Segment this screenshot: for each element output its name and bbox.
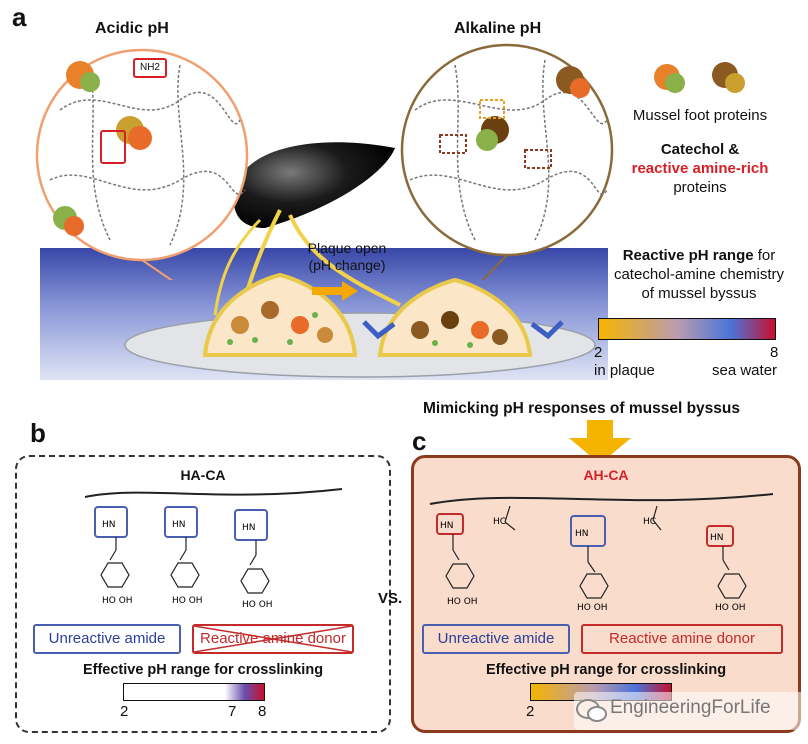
panel-c-letter: c	[412, 426, 427, 456]
svg-text:HO OH: HO OH	[172, 596, 203, 606]
svg-text:HC: HC	[643, 517, 656, 527]
mussel-protein-icons	[654, 62, 745, 93]
catechol-line1: Catechol &	[660, 141, 740, 158]
ha-ca-unit-2	[164, 506, 200, 588]
ha-ca-tick-7: 7	[228, 703, 237, 720]
ha-ca-structure: HN HN HN HO OH HO OH HO OH	[84, 488, 343, 610]
ha-ca-tick-2: 2	[120, 703, 129, 720]
bar-max-tick: 8	[770, 344, 779, 361]
svg-text:HO OH: HO OH	[715, 603, 746, 613]
bar-max-label: sea water	[712, 362, 778, 379]
ah-ca-unreactive-amide-box: Unreactive amide	[422, 624, 570, 654]
svg-text:HN: HN	[440, 521, 454, 531]
alkaline-zoom-circle	[400, 43, 614, 280]
svg-text:HN: HN	[102, 520, 116, 530]
ha-ca-gradient-bar	[123, 683, 265, 701]
reactive-range-rest: for	[753, 247, 776, 264]
plaque-right	[377, 277, 533, 357]
svg-text:HO OH: HO OH	[447, 597, 478, 607]
reactive-ph-gradient-bar	[598, 318, 776, 340]
ah-ca-aldehyde-1	[504, 505, 516, 531]
mimicking-label: Mimicking pH responses of mussel byssus	[423, 400, 740, 417]
plaque-open-label: Plaque open (pH change)	[292, 240, 402, 274]
svg-text:HN: HN	[172, 520, 186, 530]
ah-ca-tick-2: 2	[526, 703, 535, 720]
mussel-shell	[233, 142, 395, 228]
watermark-text: EngineeringForLife	[610, 697, 771, 718]
reactive-range-line2: catechol-amine chemistry	[613, 266, 785, 283]
bar-min-label: in plaque	[594, 362, 655, 379]
ah-ca-aldehyde-2	[652, 505, 662, 531]
ha-ca-title: HA-CA	[180, 467, 226, 483]
ah-ca-unit-1	[436, 513, 475, 589]
vs-label: VS.	[378, 590, 403, 607]
ha-ca-tick-8: 8	[258, 703, 267, 720]
svg-text:HO OH: HO OH	[102, 596, 133, 606]
catechol-line2: reactive amine-rich	[631, 160, 769, 177]
reactive-range-label: Reactive pH range for catechol-amine che…	[590, 246, 808, 303]
ah-ca-unit-3	[706, 525, 747, 599]
blue-arrow-left-icon	[362, 320, 396, 340]
watermark-bg	[574, 692, 804, 730]
blue-arrow-right-icon	[530, 320, 564, 340]
ha-ca-unit-1	[94, 506, 130, 588]
ph-change-text: (pH change)	[308, 257, 386, 273]
ah-ca-unit-2	[570, 515, 609, 599]
plaque-open-arrow-icon	[312, 281, 358, 301]
nh2-box: NH2	[133, 58, 167, 78]
alkaline-ph-title: Alkaline pH	[454, 20, 542, 37]
amine-ring-box	[100, 130, 126, 164]
catechol-line3: proteins	[673, 179, 727, 196]
reactive-range-bold: Reactive pH range	[622, 247, 754, 264]
ha-ca-unreactive-amide-box: Unreactive amide	[33, 624, 181, 654]
ha-ca-effective-label: Effective pH range for crosslinking	[82, 662, 324, 678]
wechat-logo-icon	[576, 699, 607, 722]
acidic-zoom-circle	[35, 48, 249, 280]
svg-text:HO OH: HO OH	[242, 600, 273, 610]
bar-min-tick: 2	[594, 344, 603, 361]
panel-b-box	[15, 455, 391, 733]
panel-a-letter: a	[12, 2, 27, 32]
crossed-out-icon	[194, 626, 352, 652]
catechol-label: Catechol & reactive amine-rich proteins	[600, 140, 800, 197]
plaque-open-text: Plaque open	[307, 240, 387, 256]
ha-ca-unit-3	[234, 509, 270, 594]
ah-ca-effective-label: Effective pH range for crosslinking	[485, 662, 727, 678]
ah-ca-structure: HN HC HN HC HN HO OH HO OH HO OH	[429, 493, 774, 613]
svg-text:HC: HC	[493, 517, 506, 527]
acidic-ph-title: Acidic pH	[95, 20, 169, 37]
svg-text:HN: HN	[710, 533, 724, 543]
svg-text:HO OH: HO OH	[577, 603, 608, 613]
ha-ca-reactive-amine-box: Reactive amine donor	[192, 624, 354, 654]
mussel-foot-proteins-label: Mussel foot proteins	[632, 107, 768, 124]
reactive-range-line3: of mussel byssus	[641, 285, 757, 302]
svg-text:HN: HN	[242, 523, 256, 533]
ah-ca-title: AH-CA	[583, 467, 629, 483]
ah-ca-reactive-amine-box: Reactive amine donor	[581, 624, 783, 654]
panel-b-letter: b	[30, 418, 46, 448]
mimicking-arrow-icon	[569, 420, 631, 464]
svg-text:HN: HN	[575, 529, 589, 539]
